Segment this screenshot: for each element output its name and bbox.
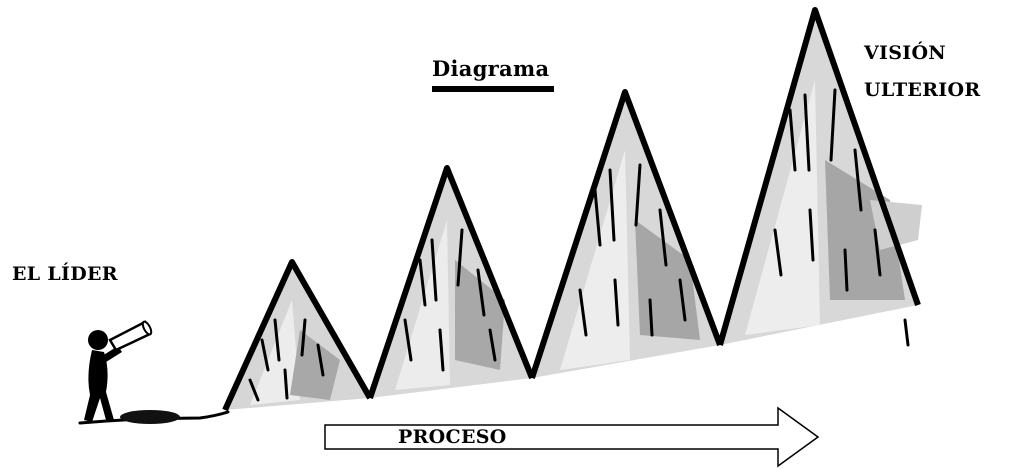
process-label: PROCESO bbox=[398, 426, 507, 448]
diagram-title: Diagrama bbox=[432, 56, 549, 81]
ground-mound bbox=[120, 410, 180, 424]
leader-label: EL LÍDER bbox=[12, 263, 118, 285]
vision-label: VISIÓN ULTERIOR bbox=[864, 35, 1014, 109]
mountain-peak-3 bbox=[532, 92, 720, 378]
mountain-peak-2 bbox=[370, 168, 532, 398]
mountain-peak-1 bbox=[225, 262, 370, 410]
person-with-telescope-icon bbox=[84, 320, 153, 422]
title-underline bbox=[432, 86, 554, 92]
